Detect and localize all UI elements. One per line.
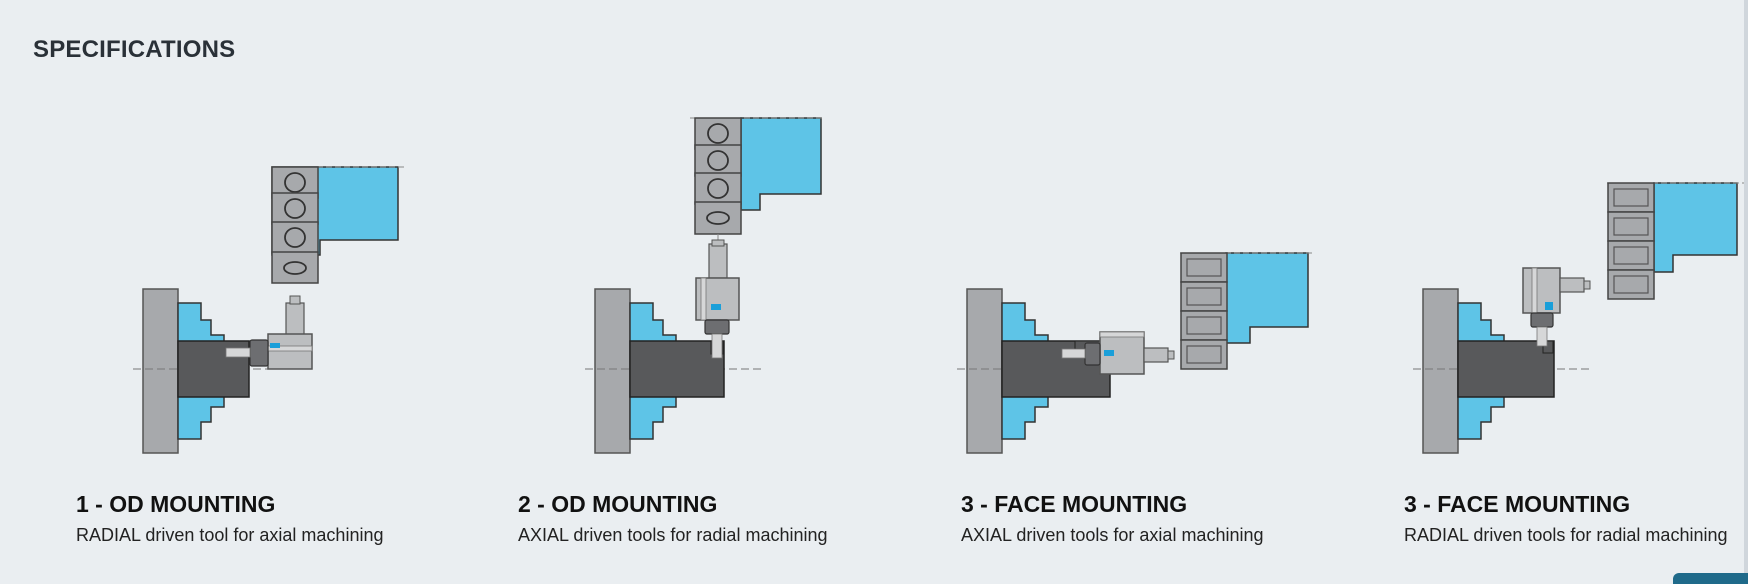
diagram-od-radial-axial [132, 166, 405, 454]
scrollbar[interactable] [1744, 0, 1748, 584]
page-title: SPECIFICATIONS [33, 36, 236, 63]
mounting-subtitle: AXIAL driven tools for radial machining [518, 525, 828, 545]
mounting-title: 3 - FACE MOUNTING [961, 491, 1188, 517]
mounting-title: 1 - OD MOUNTING [76, 491, 276, 517]
diagram-face-axial-axial [956, 252, 1315, 454]
mounting-title: 2 - OD MOUNTING [518, 491, 718, 517]
mounting-subtitle: AXIAL driven tools for axial machining [961, 525, 1264, 545]
mounting-subtitle: RADIAL driven tool for axial machining [76, 525, 384, 545]
mounting-caption-4: 3 - FACE MOUNTING RADIAL driven tools fo… [1404, 489, 1727, 547]
mounting-title: 3 - FACE MOUNTING [1404, 491, 1631, 517]
diagram-face-radial-radial [1412, 182, 1744, 454]
mounting-subtitle: RADIAL driven tools for radial machining [1404, 525, 1728, 545]
mounting-caption-3: 3 - FACE MOUNTING AXIAL driven tools for… [961, 489, 1263, 547]
diagram-od-axial-radial [584, 117, 825, 454]
mounting-caption-1: 1 - OD MOUNTING RADIAL driven tool for a… [76, 489, 383, 547]
mounting-caption-2: 2 - OD MOUNTING AXIAL driven tools for r… [518, 489, 828, 547]
corner-button[interactable] [1673, 573, 1748, 584]
